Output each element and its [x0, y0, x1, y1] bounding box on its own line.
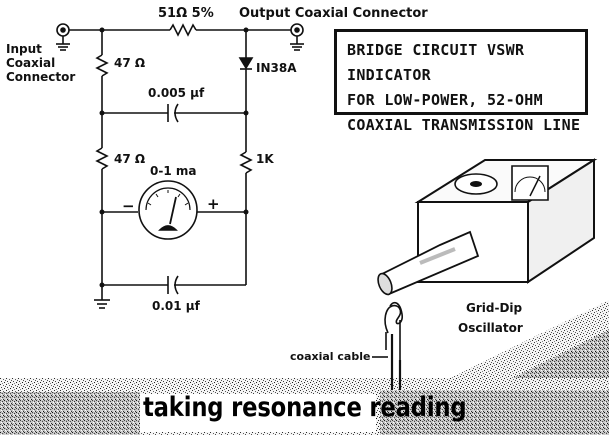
- circuit-schematic: [56, 23, 304, 309]
- gdo-label-line1: Grid-Dip: [466, 301, 523, 315]
- input-connector-icon: [56, 23, 70, 51]
- meter-symbol: [138, 180, 198, 240]
- cap2-label: 0.01 µf: [152, 299, 200, 313]
- r2-label: 47 Ω: [114, 152, 146, 166]
- diode-label: IN38A: [256, 61, 297, 75]
- caption: taking resonance reading: [143, 392, 467, 423]
- coax-cable-label: coaxial cable: [290, 350, 371, 363]
- caption-background: [140, 394, 376, 432]
- resistor-r3: [239, 151, 253, 174]
- title-line-3: COAXIAL TRANSMISSION LINE: [347, 116, 581, 134]
- coupling-coil-icon: [384, 301, 403, 390]
- title-line-2: FOR LOW-POWER, 52-OHM: [347, 91, 543, 109]
- meter-plus-label: +: [207, 195, 220, 213]
- input-label-line1: Input: [6, 42, 42, 56]
- gdo-label-line2: Oscillator: [458, 321, 523, 335]
- top-resistor-label: 51Ω 5%: [158, 6, 214, 21]
- r3-label: 1K: [256, 152, 274, 166]
- meter-minus-label: −: [122, 197, 135, 215]
- grid-dip-oscillator-drawing: [377, 158, 598, 296]
- output-connector-icon: [290, 23, 304, 51]
- cap1-label: 0.005 µf: [148, 86, 205, 100]
- junction-dots: [99, 27, 249, 288]
- output-connector-label: Output Coaxial Connector: [239, 6, 428, 21]
- diode-symbol: [238, 57, 254, 70]
- meter-label: 0-1 ma: [150, 164, 197, 178]
- input-label-line3: Connector: [6, 70, 76, 84]
- top-resistor: [169, 23, 197, 37]
- input-label-line2: Coaxial: [6, 56, 56, 70]
- resistor-r1: [95, 54, 109, 77]
- title-box: BRIDGE CIRCUIT VSWR INDICATOR FOR LOW-PO…: [334, 29, 588, 134]
- r1-label: 47 Ω: [114, 56, 146, 70]
- title-line-1: BRIDGE CIRCUIT VSWR INDICATOR: [347, 41, 525, 84]
- ground-icon: [94, 285, 110, 309]
- resistor-r2: [95, 147, 109, 170]
